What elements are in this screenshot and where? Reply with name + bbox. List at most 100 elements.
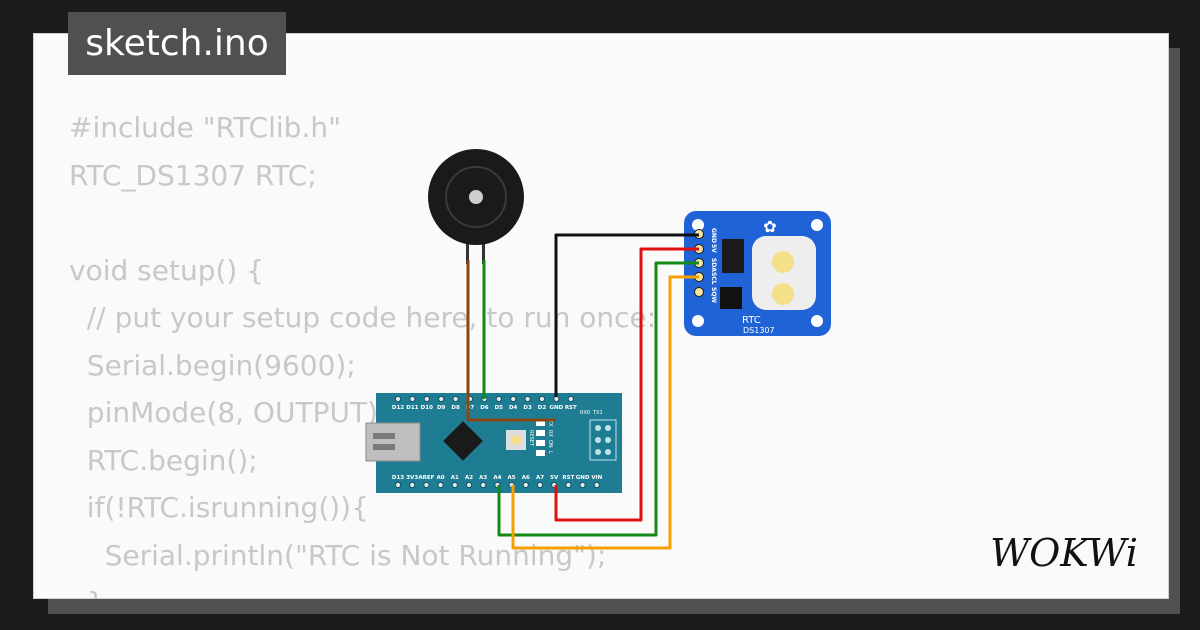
pin-label-rst: RST	[562, 475, 574, 481]
wire-orange-scl[interactable]	[511, 275, 699, 550]
pin-label-aref: AREF	[418, 475, 434, 481]
pin-label-a6: A6	[522, 475, 530, 481]
label-rx0: RX0	[580, 410, 590, 416]
pin-gnd[interactable]	[579, 481, 586, 489]
wires	[466, 233, 699, 550]
battery-holder	[752, 236, 816, 310]
buzzer[interactable]	[428, 149, 524, 264]
pin-d5[interactable]	[495, 395, 502, 403]
pin-vin[interactable]	[593, 481, 600, 489]
rtc-title: RTC	[742, 315, 761, 326]
led-label-l: L	[547, 451, 553, 454]
mount-hole	[811, 315, 823, 327]
pin-label-d9: D9	[437, 405, 446, 411]
rtc-module[interactable]: GND 5V SDA SCL SQW ✿ RTC DS1307	[684, 211, 831, 336]
code-line: RTC_DS1307 RTC;	[69, 158, 317, 192]
pin-label-d5: D5	[495, 405, 504, 411]
pin-d3[interactable]	[524, 395, 531, 403]
icsp-header	[589, 419, 617, 461]
rtc-pin-label-sqw: SQW	[710, 287, 717, 303]
led-on	[536, 440, 545, 446]
code-line: void setup() {	[69, 253, 265, 287]
battery-contact	[772, 283, 794, 305]
led-label-on: ON	[547, 440, 553, 448]
pin-label-d10: D10	[421, 405, 433, 411]
project-card[interactable]: #include "RTClib.h"RTC_DS1307 RTC;void s…	[33, 33, 1169, 599]
pin-d8[interactable]	[452, 395, 459, 403]
code-line: Serial.begin(9600);	[69, 348, 356, 382]
pin-d10[interactable]	[423, 395, 430, 403]
buzzer-leg	[482, 236, 485, 264]
pin-label-a4: A4	[493, 475, 501, 481]
pin-a7[interactable]	[536, 481, 544, 489]
pin-rst[interactable]	[565, 481, 572, 489]
wire-green-sda[interactable]	[497, 261, 699, 537]
reset-button-cap[interactable]	[511, 435, 521, 445]
pin-gnd[interactable]	[553, 395, 560, 403]
wire-red-5v[interactable]	[554, 247, 699, 522]
pin-label-d8: D8	[451, 405, 460, 411]
pin-label-a0: A0	[437, 475, 445, 481]
mount-hole	[692, 315, 704, 327]
led-tx	[536, 420, 545, 426]
wire-brown-buzzer-gnd[interactable]	[466, 260, 556, 422]
mount-hole	[692, 219, 704, 231]
pin-d9[interactable]	[438, 395, 445, 403]
code-line: Serial.println("RTC is Not Running");	[69, 538, 607, 572]
pin-d11[interactable]	[409, 395, 416, 403]
wokwi-logo[interactable]: WOKWi	[978, 528, 1150, 576]
pin-label-a2: A2	[465, 475, 473, 481]
code-line: if(!RTC.isrunning()){	[69, 491, 369, 524]
rtc-chip	[722, 239, 744, 273]
pin-label-gnd: GND	[550, 405, 564, 411]
pin-d2[interactable]	[538, 395, 546, 403]
pin-label-d12: D12	[392, 405, 404, 411]
pin-a6[interactable]	[522, 481, 529, 489]
rtc-pin-label-gnd: GND	[710, 228, 717, 243]
wire-black-gnd[interactable]	[554, 233, 699, 397]
pin-3v3[interactable]	[409, 481, 416, 489]
usb-port	[373, 444, 395, 450]
code-line: }	[69, 579, 656, 598]
pin-a1[interactable]	[451, 481, 458, 489]
pin-label-a7: A7	[536, 475, 544, 481]
pin-label-d2: D2	[538, 405, 547, 411]
pin-label-3v3: 3V3	[406, 475, 418, 481]
pin-label-vin: VIN	[591, 475, 602, 481]
pin-label-d6: D6	[480, 405, 489, 411]
pin-label-d4: D4	[509, 405, 518, 411]
code-line: pinMode(8, OUTPUT);	[69, 396, 388, 429]
pin-aref[interactable]	[423, 481, 430, 489]
rtc-model: DS1307	[743, 326, 775, 335]
filename-badge[interactable]: sketch.ino	[68, 12, 286, 75]
led-label-tx: TX	[547, 419, 553, 427]
buzzer-hole	[469, 190, 483, 204]
rtc-pin-sqw[interactable]	[694, 287, 704, 297]
pin-label-a3: A3	[479, 475, 487, 481]
pin-a0[interactable]	[437, 481, 444, 489]
rtc-crystal	[720, 287, 742, 309]
usb-connector	[365, 422, 421, 462]
label-tx1: TX1	[592, 410, 603, 416]
pin-label-d11: D11	[406, 405, 418, 411]
mount-hole	[811, 219, 823, 231]
pin-label-d13: D13	[392, 475, 404, 481]
pin-d12[interactable]	[394, 395, 402, 403]
pin-rst[interactable]	[567, 395, 574, 403]
code-line: // put your setup code here, to run once…	[69, 301, 657, 334]
pin-d4[interactable]	[510, 395, 517, 403]
rtc-pin-label-5v: 5V	[710, 244, 717, 253]
logo-text: WOKWi	[990, 531, 1138, 575]
reset-label: RESET	[528, 430, 534, 447]
rtc-pin-label-sda: SDA	[710, 258, 717, 272]
code-preview: #include "RTClib.h"RTC_DS1307 RTC;void s…	[69, 104, 657, 598]
led-l	[536, 450, 545, 456]
pin-d13[interactable]	[394, 481, 402, 489]
pin-label-a5: A5	[508, 475, 516, 481]
buzzer-leg	[466, 236, 469, 264]
pin-a3[interactable]	[480, 481, 487, 489]
pin-a2[interactable]	[465, 481, 473, 489]
